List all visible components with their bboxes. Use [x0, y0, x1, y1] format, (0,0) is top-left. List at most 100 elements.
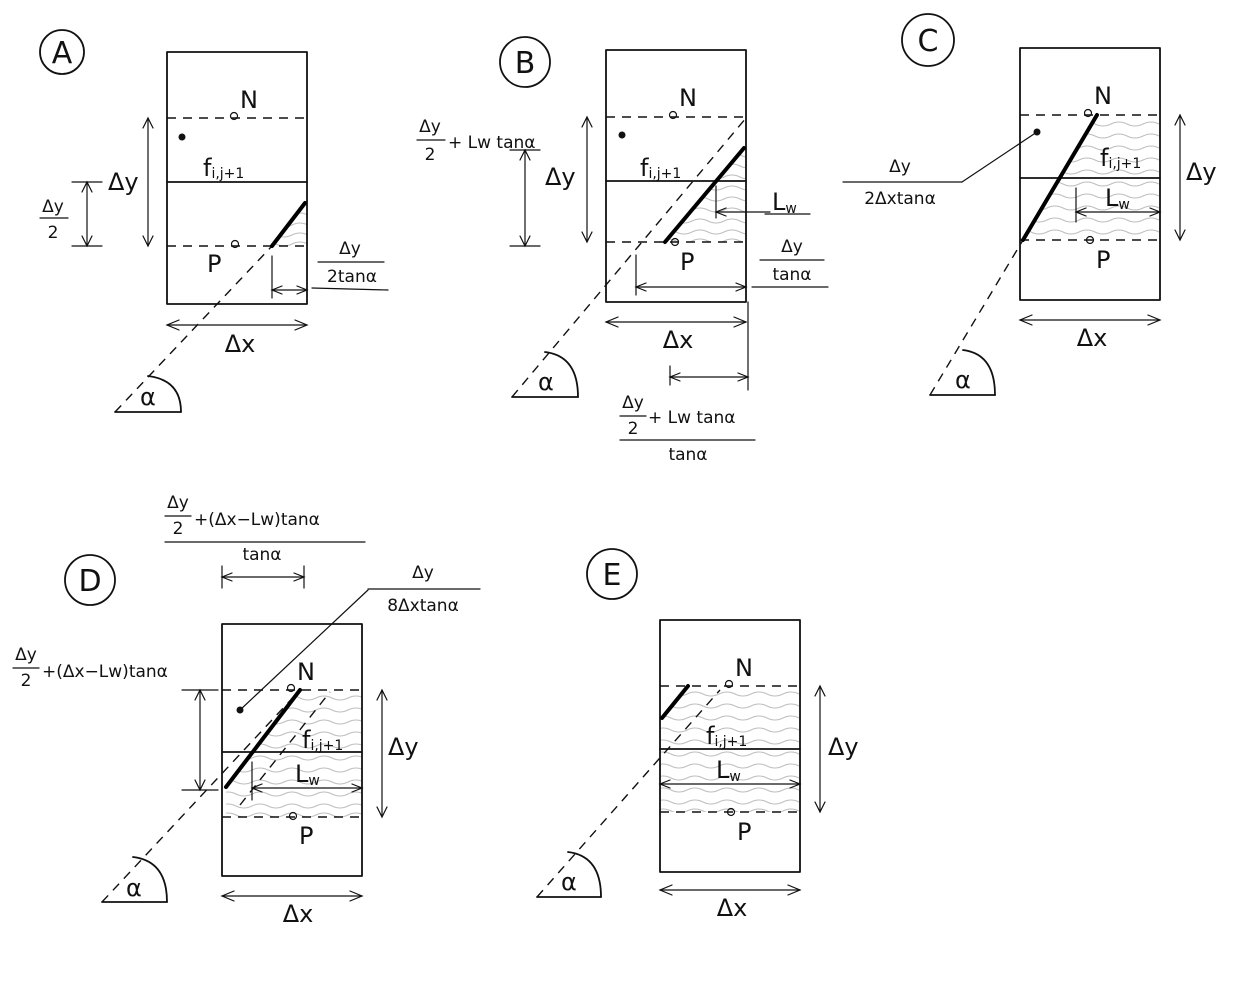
- bot-num-top-b: Δy: [622, 393, 644, 413]
- interface-segment-e: [660, 684, 690, 720]
- dy-label-a: Δy: [108, 168, 139, 196]
- lw-label-c: Lw: [1105, 184, 1130, 213]
- dy-label-d: Δy: [388, 733, 419, 761]
- dx-label-e: Δx: [717, 894, 748, 922]
- panel-d: D N P fi,j+1 Lw Δy Δy 2 +(Δx−Lw)tanα Δ: [12, 493, 481, 928]
- right-num-b: Δy: [781, 237, 803, 257]
- callout-num-c: Δy: [889, 157, 911, 177]
- node-p-e: P: [737, 818, 751, 846]
- node-n-dot-e: [724, 679, 734, 689]
- top-num-rest-d: +(Δx−Lw)tanα: [194, 510, 320, 530]
- panel-label-circle-d: [64, 554, 116, 606]
- node-n-dot-b: [668, 110, 678, 120]
- f-label-a: fi,j+1: [203, 154, 244, 182]
- cell-rectangle-c: [1019, 47, 1161, 301]
- callout-num-d: Δy: [412, 563, 434, 583]
- left-rest-b: + Lw tanα: [448, 133, 536, 153]
- dy-label-e: Δy: [828, 733, 859, 761]
- top-den-d: tanα: [242, 545, 281, 565]
- top-num-top-d: Δy: [167, 493, 189, 513]
- node-n-dot-c: [1083, 108, 1093, 118]
- lw-label-b: Lw: [772, 188, 797, 217]
- alpha-label-e: α: [561, 868, 577, 896]
- panel-a: A N P fi,j+1 Δy Δy 2 Δy 2tanα Δx: [39, 29, 389, 413]
- alpha-label-d: α: [126, 874, 142, 902]
- alpha-label-b: α: [538, 368, 554, 396]
- panel-c: C N P fi,j+1 Lw Δy Δy 2Δxtanα Δx α: [842, 13, 1217, 396]
- wave-fill-d: [226, 695, 362, 817]
- node-n-d: N: [297, 658, 315, 686]
- dx-label-a: Δx: [225, 330, 256, 358]
- callout-leader-d: [239, 589, 369, 711]
- wave-fill-a: [272, 202, 307, 246]
- wave-fill-e: [661, 691, 800, 812]
- half-dy-den-a: 2: [48, 223, 59, 243]
- interface-segment-c: [1021, 113, 1099, 242]
- f-label-e: fi,j+1: [706, 722, 747, 750]
- interface-segment-a: [270, 201, 307, 248]
- node-p-d: P: [299, 822, 313, 850]
- centroid-dot-b: [618, 131, 626, 139]
- left-num-b: Δy: [419, 117, 441, 137]
- panel-label-circle-a: [39, 29, 85, 75]
- alpha-label-c: α: [955, 366, 971, 394]
- interface-segment-b: [663, 146, 746, 244]
- top-num-den-d: 2: [173, 519, 184, 539]
- node-n-dot-a: [229, 111, 239, 121]
- panel-label-b: B: [515, 46, 536, 81]
- node-n-b: N: [679, 84, 697, 112]
- node-p-dot-e: [726, 807, 736, 817]
- dx-label-b: Δx: [663, 326, 694, 354]
- angle-arc-b: [544, 351, 579, 398]
- dx-label-c: Δx: [1077, 324, 1108, 352]
- interface-extension-a: [114, 245, 273, 413]
- node-p-c: P: [1096, 246, 1110, 274]
- node-p-dot-d: [288, 811, 298, 821]
- dx-label-d: Δx: [283, 900, 314, 928]
- f-label-c: fi,j+1: [1100, 144, 1141, 172]
- interface-extension-e: [536, 689, 721, 898]
- node-n-c: N: [1094, 82, 1112, 110]
- left-den-b: 2: [425, 145, 436, 165]
- right-den-b: tanα: [772, 265, 811, 285]
- node-p-dot-a: [230, 239, 240, 249]
- bot-num-den-b: 2: [628, 419, 639, 439]
- panel-label-a: A: [52, 36, 73, 71]
- bot-den-b: tanα: [668, 445, 707, 465]
- angle-arc-d: [132, 856, 168, 903]
- node-p-dot-c: [1085, 235, 1095, 245]
- cell-rectangle-e: [659, 619, 801, 873]
- node-n-e: N: [735, 654, 753, 682]
- node-p-b: P: [680, 248, 694, 276]
- centroid-dot-a: [178, 133, 186, 141]
- lw-label-e: Lw: [716, 756, 741, 785]
- cell-rectangle-b: [605, 49, 747, 303]
- left-num-d: Δy: [15, 645, 37, 665]
- half-dy-num-a: Δy: [42, 197, 64, 217]
- node-p-dot-b: [670, 237, 680, 247]
- bot-num-rest-b: + Lw tanα: [648, 408, 736, 428]
- panel-label-c: C: [918, 24, 939, 59]
- dy-label-c: Δy: [1186, 158, 1217, 186]
- angle-arc-e: [567, 851, 602, 898]
- left-den-d: 2: [21, 671, 32, 691]
- panel-label-circle-c: [901, 13, 955, 67]
- offset-den-a: 2tanα: [327, 267, 377, 287]
- interface-extension-d: [101, 689, 301, 903]
- cell-rectangle-a: [166, 51, 308, 305]
- dy-label-b: Δy: [545, 163, 576, 191]
- panel-label-circle-e: [586, 548, 638, 600]
- offset-num-a: Δy: [339, 239, 361, 259]
- left-rest-d: +(Δx−Lw)tanα: [42, 662, 168, 682]
- angle-arc-c: [962, 349, 996, 396]
- callout-den-d: 8Δxtanα: [387, 596, 459, 616]
- cell-rectangle-d: [221, 623, 363, 877]
- node-n-a: N: [240, 86, 258, 114]
- angle-arc-a: [147, 375, 182, 413]
- f-label-b: fi,j+1: [640, 154, 681, 182]
- callout-den-c: 2Δxtanα: [864, 189, 936, 209]
- f-label-d: fi,j+1: [302, 726, 343, 754]
- panel-label-e: E: [603, 558, 622, 593]
- interface-extension-b: [511, 117, 747, 398]
